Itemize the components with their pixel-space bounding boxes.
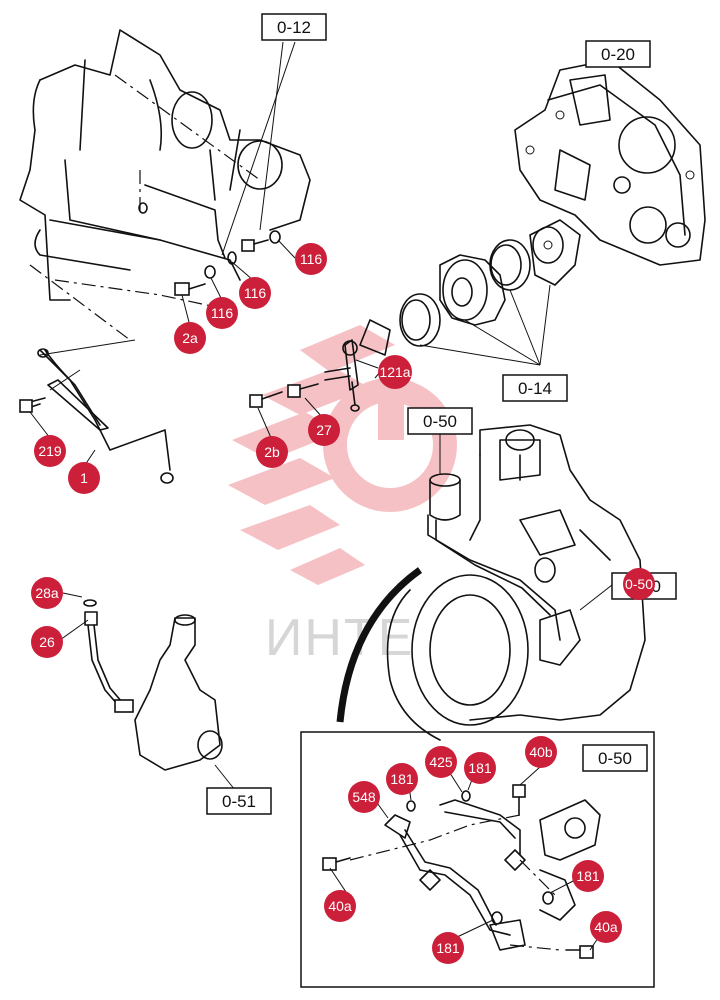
ref-box-0-50-engine[interactable]: 0-50 [407, 407, 473, 435]
detail-pointer-line [336, 567, 423, 723]
ref-label: 0-12 [277, 18, 311, 37]
callout-label: 548 [352, 789, 376, 805]
engine-block-outline [19, 29, 311, 341]
callout-label: 1 [80, 470, 88, 486]
callout-label: 181 [390, 771, 414, 787]
callout-181-a[interactable]: 181 [386, 763, 418, 795]
ref-label: 0-14 [518, 379, 552, 398]
callout-label: 181 [468, 760, 492, 776]
callout-40a-left[interactable]: 40a [324, 890, 356, 922]
detail-pipes [322, 784, 601, 959]
callout-0-50[interactable]: 0-50 [623, 568, 655, 600]
ref-label: 0-51 [222, 792, 256, 811]
callout-label: 26 [39, 634, 55, 650]
union-fitting-group [249, 319, 391, 412]
callout-label: 0-50 [625, 576, 653, 592]
callout-2a[interactable]: 2a [174, 322, 206, 354]
ref-box-0-12[interactable]: 0-12 [261, 13, 327, 41]
callout-26[interactable]: 26 [31, 626, 63, 658]
callout-219[interactable]: 219 [34, 435, 66, 467]
callout-label: 219 [38, 443, 62, 459]
callout-label: 425 [429, 754, 453, 770]
callout-27[interactable]: 27 [308, 414, 340, 446]
ref-label: 0-20 [601, 45, 635, 64]
oil-filter-and-line [427, 432, 613, 641]
callout-116-b[interactable]: 116 [239, 277, 271, 309]
callout-label: 181 [576, 868, 600, 884]
watermark-logo [228, 325, 457, 585]
callout-label: 181 [436, 940, 460, 956]
ref-label: 0-50 [598, 749, 632, 768]
delivery-pipe-group [83, 599, 236, 791]
callout-28a[interactable]: 28a [31, 577, 63, 609]
callout-label: 28a [35, 585, 59, 601]
callout-1[interactable]: 1 [68, 462, 100, 494]
callout-181-d[interactable]: 181 [432, 932, 464, 964]
ref-box-0-50-detail[interactable]: 0-50 [582, 744, 648, 772]
callout-40a-right[interactable]: 40a [590, 911, 622, 943]
callout-181-c[interactable]: 181 [572, 860, 604, 892]
callout-label: 40a [594, 919, 618, 935]
callout-116-a[interactable]: 116 [295, 243, 327, 275]
ref-box-0-14[interactable]: 0-14 [502, 374, 568, 402]
callout-label: 121a [379, 364, 410, 380]
callout-548[interactable]: 548 [348, 781, 380, 813]
callout-40b[interactable]: 40b [525, 736, 557, 768]
oil-pipe-assembly [19, 339, 174, 484]
callout-label: 40b [529, 744, 553, 760]
bolts-and-washers [138, 41, 296, 296]
callout-label: 2a [182, 330, 198, 346]
ref-box-0-51[interactable]: 0-51 [206, 787, 272, 815]
callout-label: 27 [316, 422, 332, 438]
callout-181-b[interactable]: 181 [464, 752, 496, 784]
ref-label: 0-50 [423, 412, 457, 431]
callout-label: 116 [244, 285, 267, 301]
gear-case-cover [514, 59, 706, 266]
callout-121a[interactable]: 121a [378, 355, 412, 389]
callout-label: 116 [300, 251, 323, 267]
callout-label: 40a [328, 898, 352, 914]
timing-gear-group [399, 219, 581, 366]
ref-box-0-20[interactable]: 0-20 [585, 40, 651, 68]
callout-425[interactable]: 425 [425, 746, 457, 778]
callout-label: 116 [211, 305, 234, 321]
callout-2b[interactable]: 2b [256, 436, 288, 468]
callout-116-c[interactable]: 116 [206, 297, 238, 329]
detail-frame [300, 731, 655, 988]
engine-assembly [386, 424, 646, 741]
callout-label: 2b [264, 444, 280, 460]
